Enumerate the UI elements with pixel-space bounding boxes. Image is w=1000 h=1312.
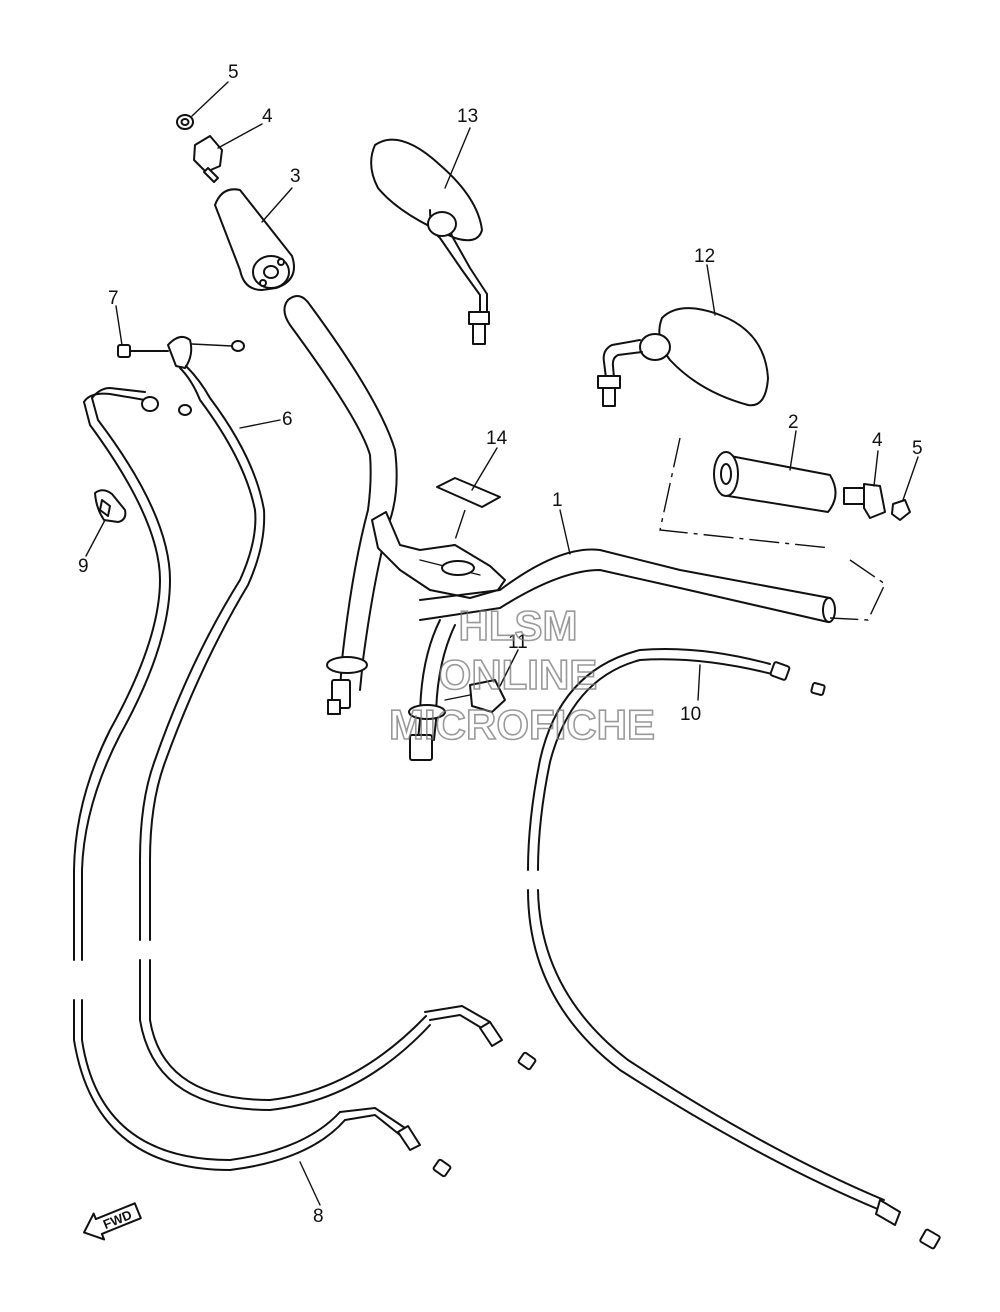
part-6-throttle-cable[interactable] bbox=[139, 365, 537, 1111]
callout-4: 4 bbox=[262, 106, 273, 127]
callout-10: 10 bbox=[680, 704, 701, 725]
callout-8: 8 bbox=[313, 1206, 324, 1227]
part-7-screw[interactable] bbox=[117, 335, 245, 369]
part-3-throttle-grip[interactable] bbox=[214, 188, 295, 291]
callout-2: 2 bbox=[788, 412, 799, 433]
callout-13: 13 bbox=[457, 106, 478, 127]
callout-5-right: 5 bbox=[912, 438, 923, 459]
part-11-switch[interactable] bbox=[444, 679, 506, 713]
part-4-bar-end-left[interactable] bbox=[193, 135, 223, 183]
part-4-bar-end-right[interactable] bbox=[843, 483, 886, 519]
callout-3: 3 bbox=[290, 166, 301, 187]
part-9-cable-clamp[interactable] bbox=[94, 489, 127, 523]
part-10-clutch-cable[interactable] bbox=[527, 648, 941, 1250]
callout-5: 5 bbox=[228, 62, 239, 83]
part-5-nut-right[interactable] bbox=[891, 499, 911, 521]
part-13-mirror-left[interactable] bbox=[370, 138, 490, 345]
callout-4-right: 4 bbox=[872, 430, 883, 451]
watermark-line-1: HLSM bbox=[459, 602, 578, 649]
callout-7: 7 bbox=[108, 288, 119, 309]
assembly-guide-line-2 bbox=[829, 559, 886, 621]
part-8-throttle-return-cable[interactable] bbox=[73, 387, 452, 1178]
part-2-grip-right[interactable] bbox=[713, 451, 837, 513]
callout-6: 6 bbox=[282, 409, 293, 430]
callout-1: 1 bbox=[552, 490, 563, 511]
fwd-direction-arrow: FWD bbox=[83, 1202, 142, 1241]
watermark-line-3: MICROFICHE bbox=[389, 701, 655, 748]
callout-12: 12 bbox=[694, 246, 715, 267]
callout-14: 14 bbox=[486, 428, 508, 449]
part-1-handlebar[interactable] bbox=[283, 295, 836, 761]
leader-lines bbox=[85, 81, 919, 1206]
part-5-nut-left[interactable] bbox=[176, 114, 194, 130]
watermark-line-2: ONLINE bbox=[439, 651, 598, 698]
callout-11: 11 bbox=[508, 632, 528, 653]
part-12-mirror-right[interactable] bbox=[597, 307, 769, 407]
callout-9: 9 bbox=[78, 556, 89, 577]
watermark: HLSM ONLINE MICROFICHE bbox=[388, 601, 656, 749]
assembly-guide-line bbox=[659, 437, 831, 549]
